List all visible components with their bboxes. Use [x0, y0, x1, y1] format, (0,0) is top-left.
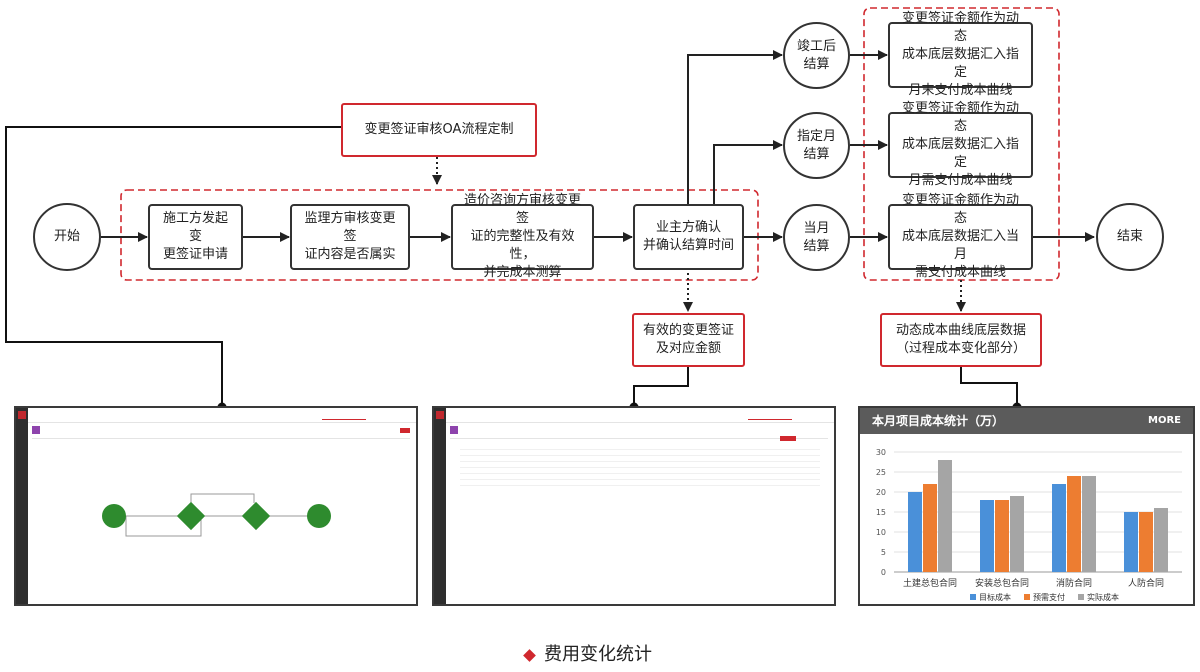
chart-title: 本月项目成本统计（万）	[872, 414, 1005, 428]
table-row	[460, 474, 820, 480]
bar-2	[1139, 512, 1153, 572]
diamond-bullet-icon	[523, 648, 536, 662]
x-tick-label: 消防合同	[1056, 577, 1092, 589]
settlement-specified-month: 指定月 结算	[783, 112, 850, 179]
callout-valid-change-amount: 有效的变更签证 及对应金额	[632, 313, 745, 367]
bar-2	[995, 500, 1009, 572]
screenshot-active-tab	[748, 411, 792, 420]
workflow-node-end	[307, 504, 331, 528]
legend-label: 实际成本	[1087, 592, 1119, 602]
bar-1	[980, 500, 994, 572]
figure-caption: 费用变化统计	[523, 643, 652, 667]
caption-text: 费用变化统计	[544, 644, 652, 665]
y-tick-label: 0	[881, 568, 886, 577]
start-node: 开始	[33, 203, 101, 271]
table-row	[460, 450, 820, 456]
step-cost-consultant-review: 造价咨询方审核变更签 证的完整性及有效性， 并完成本测算	[451, 193, 594, 280]
workflow-graph	[102, 493, 331, 537]
bar-3	[1010, 496, 1024, 572]
cost-chart-panel: 本月项目成本统计（万） MORE 0 5 10 15 20 25 30 土建总包合同 安装总包合…	[858, 406, 1195, 606]
legend-label: 目标成本	[979, 592, 1011, 602]
bar-2	[923, 484, 937, 572]
change-order-list-screenshot	[432, 406, 836, 606]
end-node: 结束	[1096, 203, 1164, 271]
legend-swatch	[970, 594, 976, 600]
screenshot-divider	[450, 438, 828, 439]
legend-label: 预需支付	[1033, 592, 1065, 602]
y-tick-label: 15	[876, 508, 886, 517]
x-tick-label: 土建总包合同	[903, 577, 957, 589]
y-tick-label: 5	[881, 548, 886, 557]
step-contractor-apply: 施工方发起变 更签证申请	[148, 204, 243, 270]
settlement-current-month: 当月 结算	[783, 204, 850, 271]
screenshot-action-button	[780, 436, 796, 441]
screenshot-divider	[32, 438, 410, 439]
step-supervisor-review: 监理方审核变更签 证内容是否属实	[290, 204, 410, 270]
screenshot-active-tab	[322, 411, 366, 420]
process-frame	[120, 189, 759, 281]
bar-3	[1082, 476, 1096, 572]
screenshot-topbar	[28, 408, 416, 423]
step-owner-confirm: 业主方确认 并确认结算时间	[633, 204, 744, 270]
bar-1	[1124, 512, 1138, 572]
table-row	[460, 456, 820, 462]
bar-2	[1067, 476, 1081, 572]
oa-workflow-screenshot	[14, 406, 418, 606]
bar-3	[938, 460, 952, 572]
app-logo-icon	[18, 411, 26, 419]
outcome-specified-month-curve: 变更签证金额作为动态 成本底层数据汇入指定 月需支付成本曲线	[888, 101, 1033, 188]
screenshot-action-button	[400, 428, 410, 433]
settlement-after-completion: 竣工后 结算	[783, 22, 850, 89]
screenshot-sidebar	[434, 408, 446, 604]
legend-swatch	[1024, 594, 1030, 600]
workflow-app-icon	[32, 426, 40, 434]
x-tick-label: 人防合同	[1128, 577, 1164, 589]
callout-oa-customization: 变更签证审核OA流程定制	[341, 103, 537, 157]
screenshot-topbar	[446, 408, 834, 423]
x-tick-label: 安装总包合同	[975, 577, 1029, 589]
screenshot-sidebar	[16, 408, 28, 604]
table-row	[460, 480, 820, 486]
y-tick-label: 20	[876, 488, 886, 497]
more-link[interactable]: MORE	[1148, 415, 1181, 426]
y-tick-label: 25	[876, 468, 886, 477]
bar-1	[1052, 484, 1066, 572]
workflow-node-approve	[241, 501, 271, 531]
bar-3	[1154, 508, 1168, 572]
outcome-current-month-curve: 变更签证金额作为动态 成本底层数据汇入当月 需支付成本曲线	[888, 193, 1033, 280]
table-row	[460, 444, 820, 450]
bar-1	[908, 492, 922, 572]
app-logo-icon	[436, 411, 444, 419]
chart-header: 本月项目成本统计（万） MORE	[860, 408, 1193, 434]
legend-swatch	[1078, 594, 1084, 600]
table-row	[460, 468, 820, 474]
callout-dynamic-cost-data: 动态成本曲线底层数据 （过程成本变化部分）	[880, 313, 1042, 367]
outcome-month-end-curve: 变更签证金额作为动态 成本底层数据汇入指定 月末支付成本曲线	[888, 11, 1033, 98]
workflow-node-start	[102, 504, 126, 528]
list-app-icon	[450, 426, 458, 434]
y-tick-label: 10	[876, 528, 886, 537]
y-tick-label: 30	[876, 448, 886, 457]
table-row	[460, 462, 820, 468]
